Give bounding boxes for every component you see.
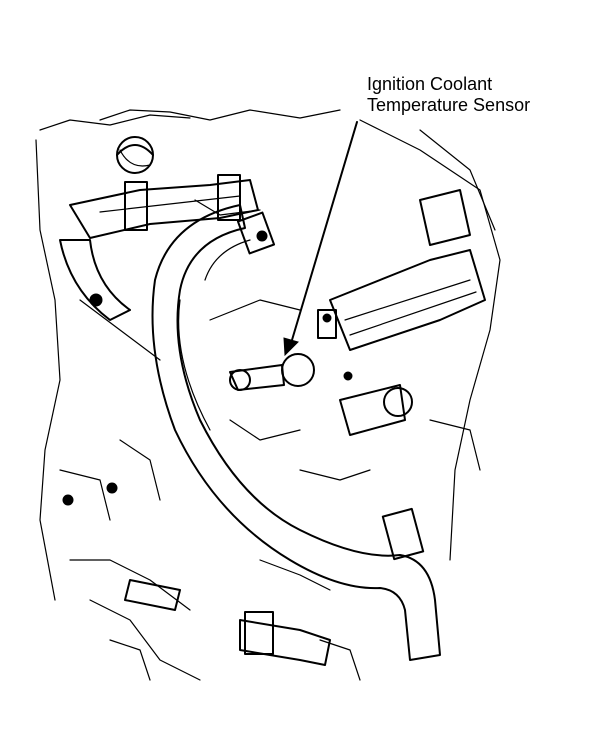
sensor-callout-label: Ignition Coolant Temperature Sensor: [367, 74, 592, 116]
engine-block-outline: [35, 109, 501, 681]
upper-left-hose: [59, 136, 259, 321]
callout-arrow: [283, 121, 358, 357]
lower-hoses: [62, 482, 331, 666]
main-curved-hose: [151, 204, 441, 661]
right-side-hoses: [317, 189, 486, 436]
callout-line-1: Ignition Coolant: [367, 74, 493, 94]
coolant-temperature-sensor: [229, 353, 315, 391]
callout-line-2: Temperature Sensor: [367, 95, 531, 115]
